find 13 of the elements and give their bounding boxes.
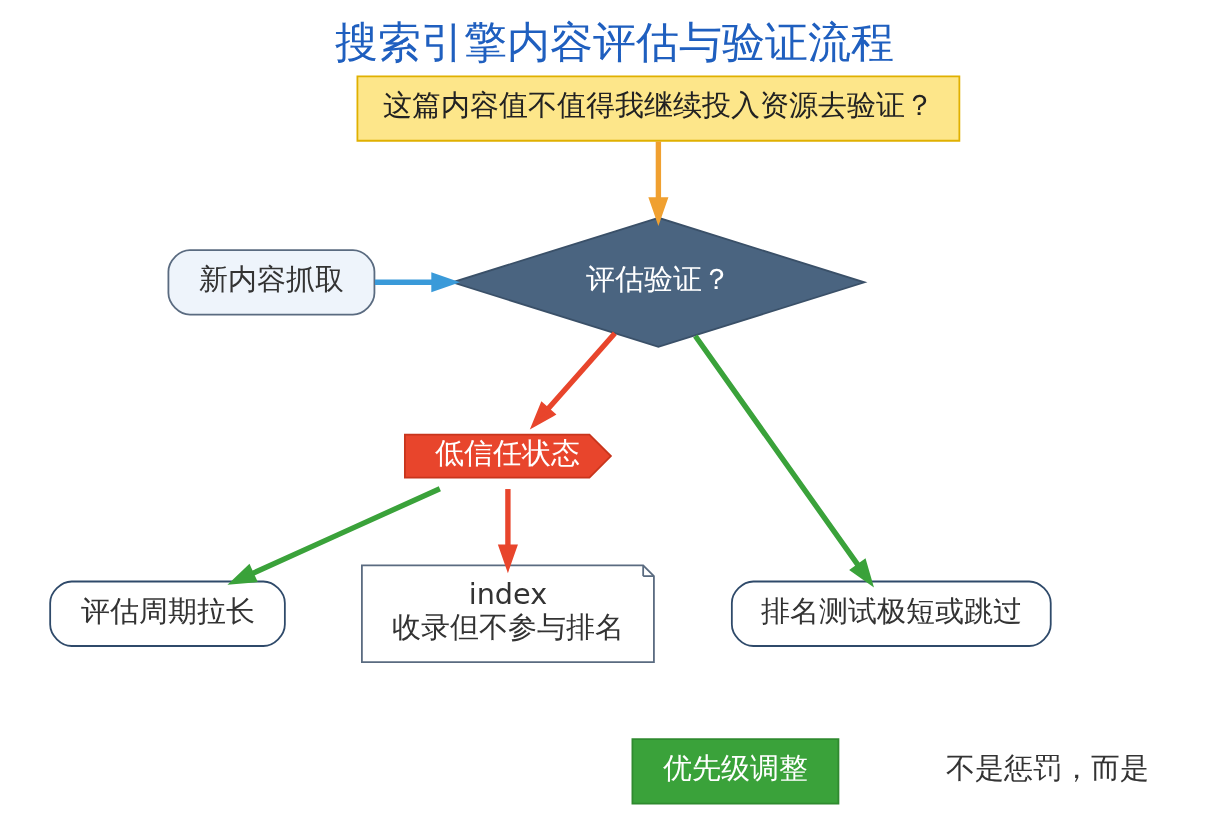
arrow xyxy=(692,334,874,588)
node-box: 优先级调整 xyxy=(631,738,839,805)
node-box: 排名测试极短或跳过 xyxy=(730,580,1052,647)
arrow xyxy=(647,141,668,226)
diagram-title: 搜索引擎内容评估与验证流程 xyxy=(334,16,894,67)
node-box: 评估周期拉长 xyxy=(48,580,286,647)
arrow xyxy=(529,331,617,430)
label: 不是惩罚，而是 xyxy=(945,751,1149,786)
arrow xyxy=(374,272,460,293)
arrow xyxy=(226,486,441,585)
node-box: 新内容抓取 xyxy=(167,249,375,316)
node-box: 这篇内容值不值得我继续投入资源去验证？ xyxy=(356,75,960,142)
arrow xyxy=(497,489,518,574)
